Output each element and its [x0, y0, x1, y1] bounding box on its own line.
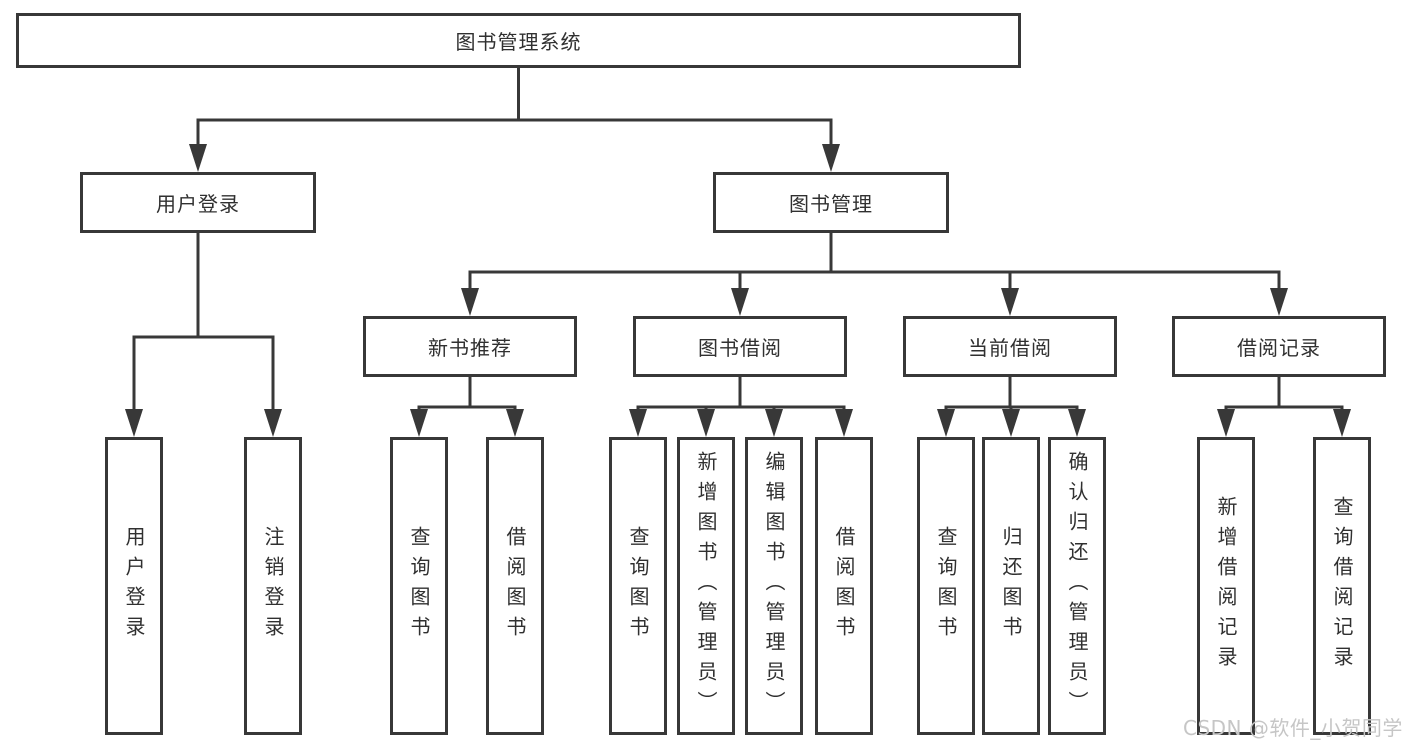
leaf-borrow-books-borrowing: 借阅图书 — [815, 437, 873, 735]
leaf-query-books-borrowing: 查询图书 — [609, 437, 667, 735]
leaf-query-books-recommend: 查询图书 — [390, 437, 448, 735]
leaf-logout: 注销登录 — [244, 437, 302, 735]
node-new-book-recommend: 新书推荐 — [363, 316, 577, 377]
node-borrowing-records: 借阅记录 — [1172, 316, 1386, 377]
leaf-user-login: 用户登录 — [105, 437, 163, 735]
arrowhead-markers — [125, 144, 1351, 437]
node-book-management: 图书管理 — [713, 172, 949, 233]
node-book-borrowing: 图书借阅 — [633, 316, 847, 377]
leaf-add-books-admin: 新增图书（管理员） — [677, 437, 735, 735]
node-library-management-system: 图书管理系统 — [16, 13, 1021, 68]
leaf-add-borrow-record: 新增借阅记录 — [1197, 437, 1255, 735]
csdn-watermark: CSDN @软件_小贺同学 — [1183, 716, 1403, 740]
node-user-login: 用户登录 — [80, 172, 316, 233]
leaf-edit-books-admin: 编辑图书（管理员） — [745, 437, 803, 735]
connector-lines — [132, 68, 1344, 411]
leaf-confirm-return-admin: 确认归还（管理员） — [1048, 437, 1106, 735]
leaf-return-books: 归还图书 — [982, 437, 1040, 735]
leaf-query-books-current: 查询图书 — [917, 437, 975, 735]
leaf-query-borrow-record: 查询借阅记录 — [1313, 437, 1371, 735]
leaf-borrow-books-recommend: 借阅图书 — [486, 437, 544, 735]
node-current-borrowing: 当前借阅 — [903, 316, 1117, 377]
